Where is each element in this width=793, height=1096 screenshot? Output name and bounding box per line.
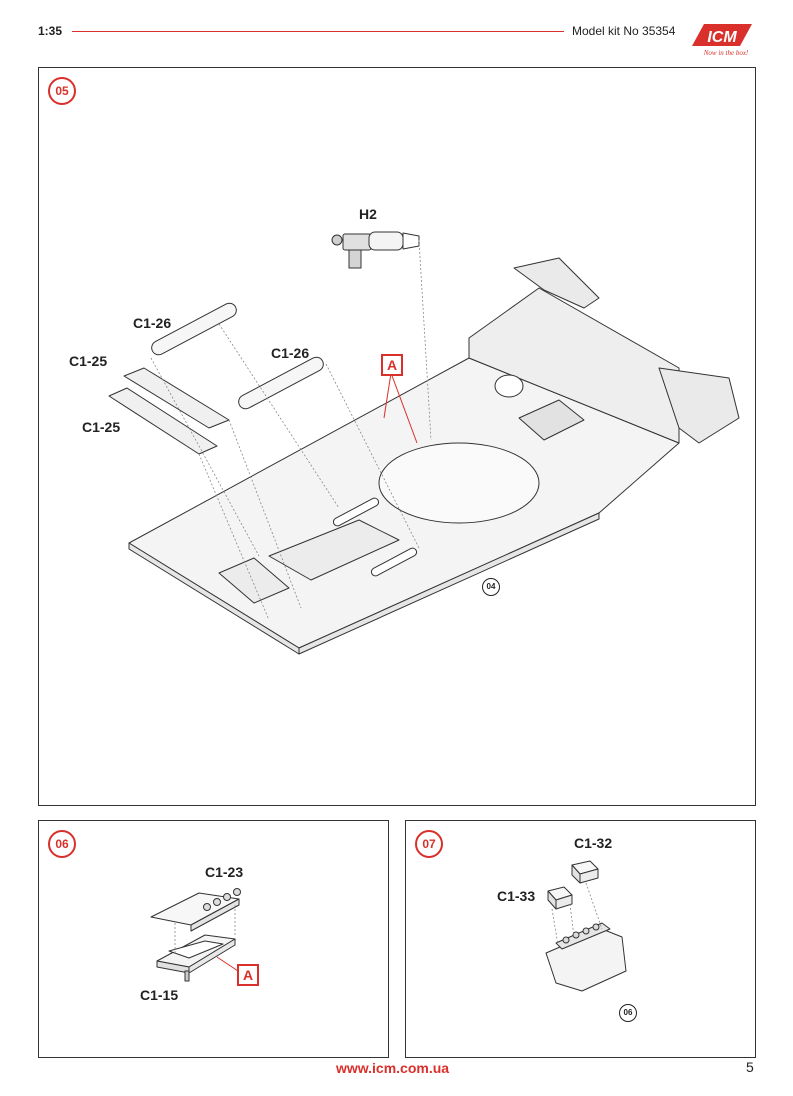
leader-c125-upper xyxy=(228,419,302,609)
step-07-panel: 07 C1-32 C1-33 06 xyxy=(405,820,756,1058)
step-07-drawing xyxy=(545,860,627,992)
header-rule xyxy=(72,31,564,32)
logo-text: ICM xyxy=(707,29,737,46)
label-h2: H2 xyxy=(359,206,377,222)
floor-recess-small xyxy=(218,557,290,604)
step-06-panel: 06 C1-23 C1-15 A xyxy=(38,820,389,1058)
label-c126-lower: C1-26 xyxy=(271,345,310,361)
label-c126-upper: C1-26 xyxy=(133,315,172,331)
leader-a-06 xyxy=(216,956,239,972)
marker-a-06: A xyxy=(237,964,259,986)
step-05-badge: 05 xyxy=(48,77,76,105)
rear-fender-right xyxy=(658,367,740,444)
step-07-badge: 07 xyxy=(415,830,443,858)
label-c123: C1-23 xyxy=(205,864,244,880)
leader-c132 xyxy=(585,882,603,930)
icm-logo: ICM Now in the box! xyxy=(692,24,752,57)
slot-c126-b xyxy=(370,547,418,577)
step-06-badge: 06 xyxy=(48,830,76,858)
label-c132: C1-32 xyxy=(574,835,613,851)
leader-c133-2 xyxy=(569,903,575,938)
label-c115: C1-15 xyxy=(140,987,179,1003)
logo-tagline: Now in the box! xyxy=(703,49,749,57)
label-c133: C1-33 xyxy=(497,888,536,904)
kit-number: Model kit No 35354 xyxy=(572,24,676,38)
floor-hatch xyxy=(518,399,585,441)
label-c125-lower: C1-25 xyxy=(82,419,121,435)
footer-url[interactable]: www.icm.com.ua xyxy=(336,1060,450,1076)
floor-recess xyxy=(268,519,400,581)
marker-a: A xyxy=(381,354,403,376)
leader-c126-upper-1 xyxy=(218,323,340,509)
part-h2 xyxy=(331,231,420,269)
page-number: 5 xyxy=(746,1059,754,1075)
leader-h2 xyxy=(418,239,432,441)
rear-fender xyxy=(513,257,600,309)
part-c126-lower xyxy=(238,356,324,410)
leader-c133-1 xyxy=(551,908,559,946)
scale-label: 1:35 xyxy=(38,24,63,38)
step-05-drawing xyxy=(108,231,740,655)
label-c125-upper: C1-25 xyxy=(69,353,108,369)
leader-a-2 xyxy=(390,372,418,444)
part-c126-upper xyxy=(151,302,237,356)
part-c125-lower xyxy=(108,387,218,455)
leader-a-1 xyxy=(383,372,392,419)
slot-c126-a xyxy=(332,497,380,527)
reference-step-04: 04 xyxy=(482,578,500,596)
hull-floor-side-edge xyxy=(298,512,600,655)
step-06-drawing xyxy=(150,888,241,982)
reference-step-06: 06 xyxy=(619,1004,637,1022)
leader-c126-upper-2 xyxy=(150,357,260,557)
h2-mount xyxy=(494,374,524,398)
turret-ring xyxy=(378,442,540,524)
step-05-panel: 05 xyxy=(38,67,756,806)
